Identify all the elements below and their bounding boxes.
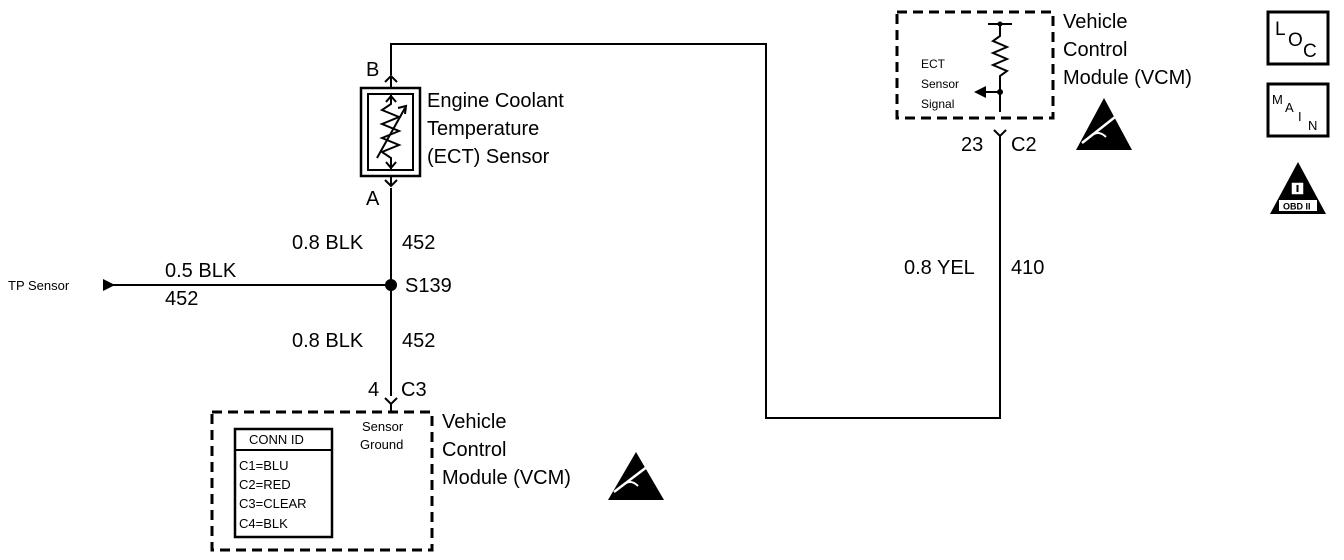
vcm-top-signal-line2: Sensor — [921, 77, 959, 91]
wire-left-upper-circuit: 452 — [402, 232, 435, 254]
ect-pin-b: B — [366, 59, 379, 81]
vcm-top-title-line3: Module (VCM) — [1063, 67, 1192, 89]
ect-pin-a: A — [366, 188, 380, 210]
vcm-bottom-signal-line2: Ground — [360, 437, 403, 452]
obd-ii-label: OBD II — [1283, 202, 1311, 212]
vcm-top-title-line1: Vehicle — [1063, 11, 1128, 33]
vcm-bottom-title-line2: Control — [442, 439, 506, 461]
connector-c2: 23 C2 — [961, 129, 1037, 156]
esd-warning-icon — [1076, 98, 1132, 150]
main-icon[interactable]: M A I N — [1266, 82, 1330, 138]
vcm-top-signal-line1: ECT — [921, 57, 946, 71]
c2-pin: 23 — [961, 134, 983, 156]
vcm-bottom-signal-line1: Sensor — [362, 419, 404, 434]
c3-label: C3 — [401, 379, 427, 401]
vcm-bottom-title-line1: Vehicle — [442, 411, 507, 433]
loc-icon[interactable]: L O C — [1266, 10, 1330, 66]
svg-text:M: M — [1272, 92, 1283, 107]
tp-branch-gauge: 0.5 BLK — [165, 260, 237, 282]
svg-text:L: L — [1275, 19, 1286, 40]
conn-id-header: CONN ID — [249, 432, 304, 447]
wire-left-lower-gauge: 0.8 BLK — [292, 330, 364, 352]
vcm-top-title-line2: Control — [1063, 39, 1127, 61]
wire-left-lower-circuit: 452 — [402, 330, 435, 352]
esd-warning-icon — [608, 452, 664, 500]
tp-branch-circuit: 452 — [165, 288, 198, 310]
conn-id-row: C1=BLU — [239, 458, 289, 473]
tp-sensor-label: TP Sensor — [8, 278, 70, 293]
splice-label: S139 — [405, 275, 452, 297]
ect-sensor-name-line1: Engine Coolant — [427, 90, 564, 112]
vcm-bottom-title-line3: Module (VCM) — [442, 467, 571, 489]
c2-label: C2 — [1011, 134, 1037, 156]
conn-id-row: C2=RED — [239, 477, 291, 492]
svg-text:C: C — [1303, 41, 1317, 62]
tp-arrow-icon — [103, 279, 115, 291]
obd-ii-icon[interactable]: OBD II — [1270, 162, 1326, 214]
vcm-top-signal-line3: Signal — [921, 97, 954, 111]
svg-text:I: I — [1298, 109, 1302, 124]
svg-text:O: O — [1288, 30, 1303, 51]
ect-sensor-name-line2: Temperature — [427, 118, 539, 140]
wire-right-circuit: 410 — [1011, 257, 1044, 279]
svg-text:A: A — [1285, 100, 1294, 115]
c3-pin: 4 — [368, 379, 379, 401]
splice-dot — [385, 279, 397, 291]
ect-sensor-name-line3: (ECT) Sensor — [427, 146, 550, 168]
wire-right-gauge: 0.8 YEL — [904, 257, 975, 279]
conn-id-row: C4=BLK — [239, 516, 288, 531]
vcm-top: ECT Sensor Signal Vehicle Control Module… — [895, 10, 1192, 150]
conn-id-table: CONN ID C1=BLU C2=RED C3=CLEAR C4=BLK — [233, 427, 334, 539]
wire-left-upper-gauge: 0.8 BLK — [292, 232, 364, 254]
connector-c3: 4 C3 — [368, 379, 427, 412]
conn-id-row: C3=CLEAR — [239, 496, 307, 511]
signal-arrow-icon — [974, 86, 986, 98]
vcm-bottom: Sensor Ground CONN ID C1=BLU C2=RED C3=C… — [210, 410, 664, 552]
ect-sensor: Engine Coolant Temperature (ECT) Sensor … — [359, 59, 564, 210]
wire-b-to-vcm — [390, 43, 1001, 419]
svg-text:N: N — [1308, 118, 1317, 133]
